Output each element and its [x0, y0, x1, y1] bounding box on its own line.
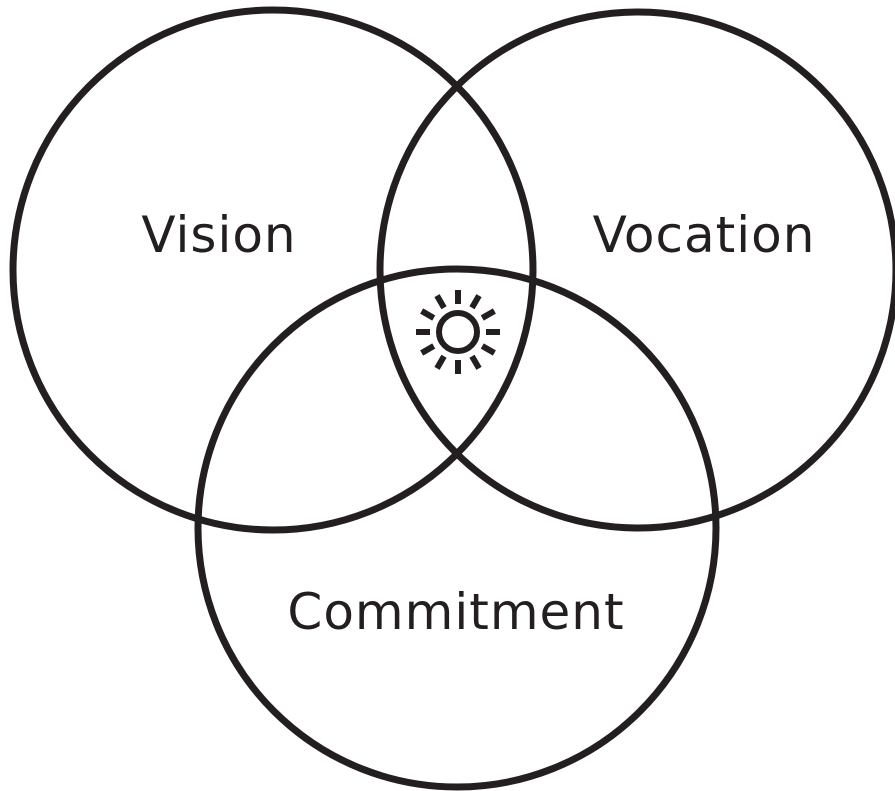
sun-ray — [480, 308, 496, 321]
sun-icon-core — [436, 310, 480, 354]
vocation-circle — [376, 8, 895, 532]
sun-ray — [420, 343, 436, 356]
vocation-label: Vocation — [593, 206, 816, 264]
commitment-circle — [194, 265, 720, 791]
commitment-label: Commitment — [287, 583, 624, 641]
sun-ray — [420, 308, 436, 321]
vision-circle — [9, 6, 537, 534]
vision-label: Vision — [141, 206, 296, 264]
sun-ray — [469, 294, 482, 310]
sun-icon-rays — [416, 290, 500, 374]
sun-icon — [416, 290, 500, 374]
sun-ray — [480, 343, 496, 356]
sun-ray — [434, 354, 447, 370]
sun-ray — [469, 354, 482, 370]
sun-ray — [434, 294, 447, 310]
